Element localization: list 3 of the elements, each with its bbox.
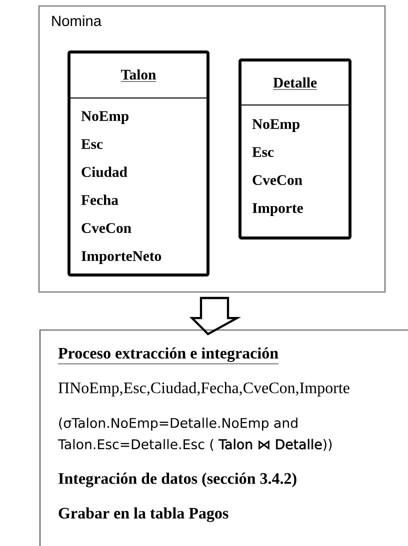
block-arrow <box>189 296 242 336</box>
table-box: Talon NoEmp Esc Ciudad Fecha CveCon ImporteNeto <box>68 50 210 276</box>
table-box: Detalle NoEmp Esc CveCon Importe <box>238 58 352 240</box>
